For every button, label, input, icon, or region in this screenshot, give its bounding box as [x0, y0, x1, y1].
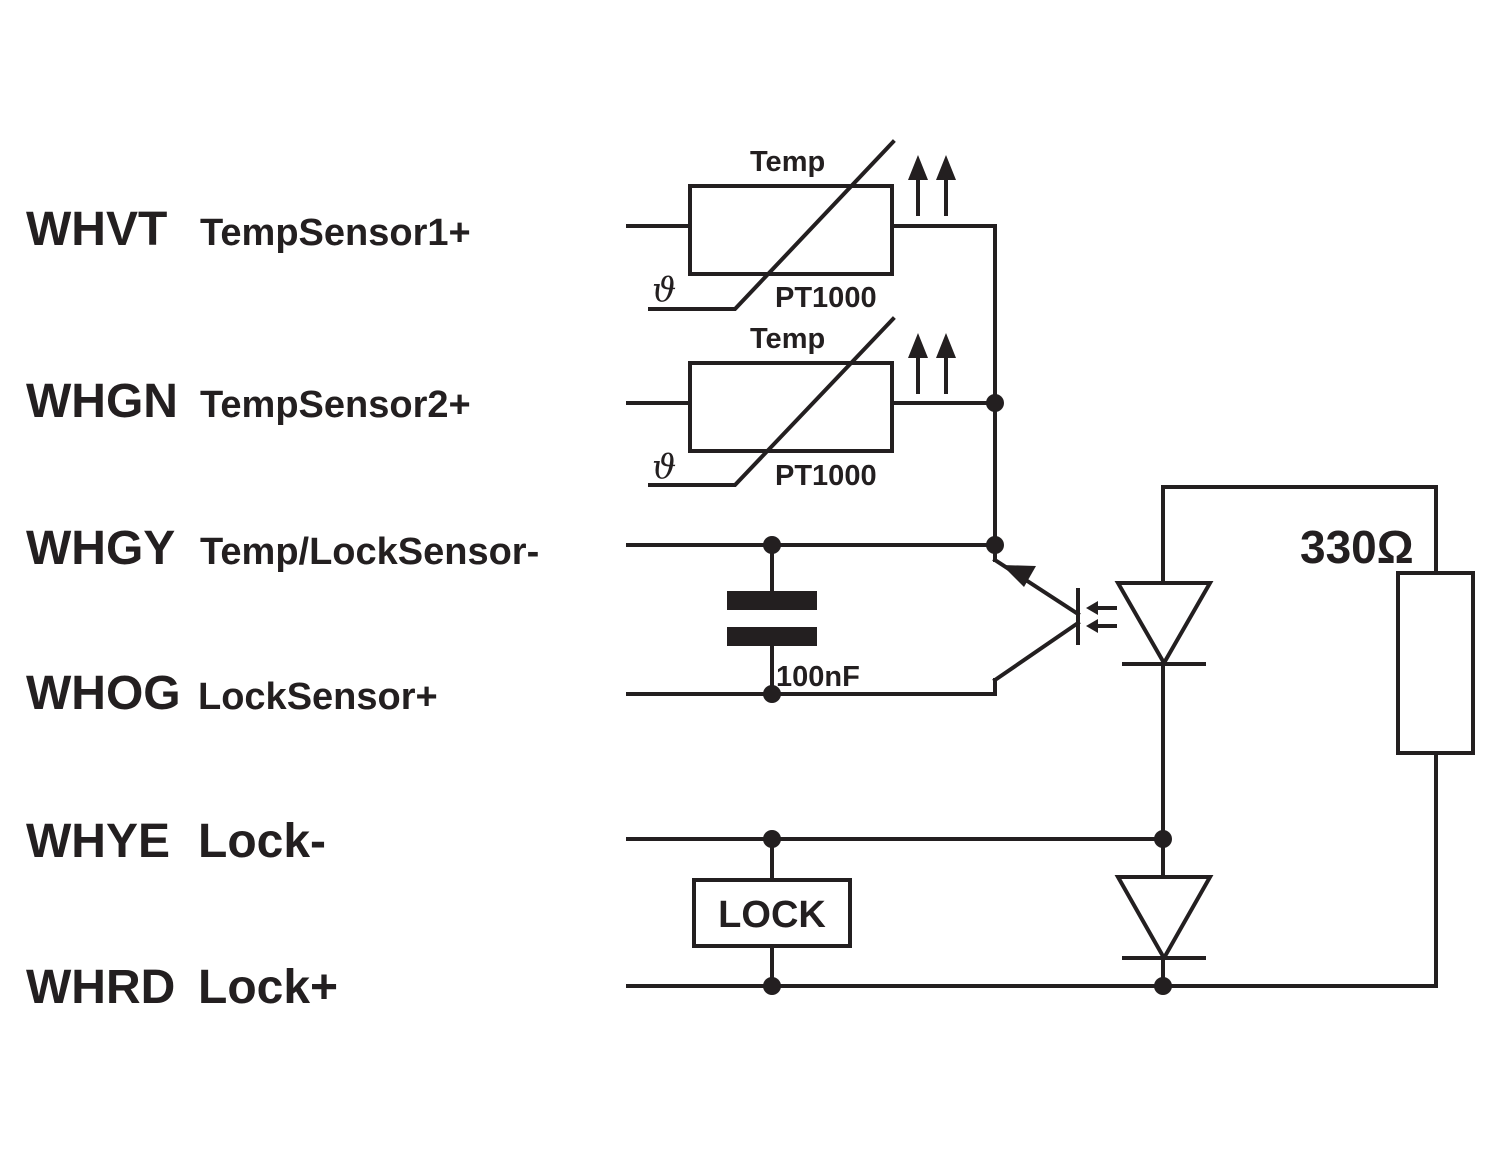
terminal-signal-locksensor-plus: LockSensor+ — [198, 676, 438, 718]
sensor2-temp-label: Temp — [750, 323, 825, 355]
sensor2-up-arrows-icon — [908, 333, 956, 394]
optocoupler-light-arrows-icon — [1086, 601, 1117, 633]
terminal-code-whgn: WHGN — [26, 375, 178, 428]
terminal-signal-tempsensor2: TempSensor2+ — [200, 384, 471, 426]
junction-lock-bottom — [763, 977, 781, 995]
resistor-body — [1396, 571, 1475, 755]
terminal-code-whvt: WHVT — [26, 203, 167, 256]
sensor1-up-arrows-icon — [908, 155, 956, 216]
capacitor-label: 100nF — [776, 661, 860, 693]
phototransistor — [992, 543, 1117, 696]
terminal-labels: WHVT TempSensor1+ WHGN TempSensor2+ WHGY… — [26, 203, 539, 1014]
led-diode-triangle — [1114, 581, 1214, 668]
capacitor-plate-bottom — [727, 627, 817, 646]
flyback-diode — [1114, 875, 1214, 988]
sensor1-resistor-body — [688, 184, 894, 276]
sensor2-nonlinear-slash — [648, 316, 896, 487]
junction-cap-bottom — [763, 685, 781, 703]
emitter-arrow-icon — [1002, 565, 1036, 587]
terminal-code-whog: WHOG — [26, 667, 181, 720]
sensor1-theta-symbol: ϑ — [652, 270, 676, 310]
terminal-signal-tempsensor1: TempSensor1+ — [200, 212, 471, 254]
capacitor-plate-top — [727, 591, 817, 610]
sensor2-part-label: PT1000 — [775, 460, 877, 492]
sensor2-resistor-body — [688, 361, 894, 453]
sensor2-theta-symbol: ϑ — [652, 447, 676, 487]
capacitor-100nf: 100nF — [727, 543, 860, 696]
terminal-signal-temp-locksensor-minus: Temp/LockSensor- — [200, 531, 539, 573]
junction-whye-diode — [1154, 830, 1172, 848]
temp-sensor-1: Temp PT1000 ϑ — [626, 139, 997, 314]
lock-solenoid: LOCK — [692, 837, 852, 988]
led-resistor-top-wire — [1161, 485, 1438, 585]
temp-sensor-2: Temp PT1000 ϑ — [626, 316, 997, 492]
transistor-collector — [992, 620, 1081, 683]
junction-sensor2 — [986, 394, 1004, 412]
optocoupler-led-diode — [1114, 581, 1214, 668]
terminal-code-whrd: WHRD — [26, 961, 175, 1014]
terminal-code-whye: WHYE — [26, 815, 170, 868]
terminal-signal-lock-minus: Lock- — [198, 815, 326, 868]
lock-box — [692, 878, 852, 948]
sensor1-temp-label: Temp — [750, 146, 825, 178]
terminal-signal-lock-plus: Lock+ — [198, 961, 338, 1014]
lock-label: LOCK — [718, 894, 826, 936]
flyback-diode-triangle — [1114, 875, 1214, 963]
resistor-label: 330Ω — [1300, 521, 1414, 573]
resistor-330-ohm: 330Ω — [1300, 521, 1475, 755]
resistor-to-whrd-wire — [1161, 751, 1438, 988]
sensor1-nonlinear-slash — [648, 139, 896, 311]
junction-whrd-diode — [1154, 977, 1172, 995]
sensor1-part-label: PT1000 — [775, 282, 877, 314]
terminal-code-whgy: WHGY — [26, 522, 175, 575]
